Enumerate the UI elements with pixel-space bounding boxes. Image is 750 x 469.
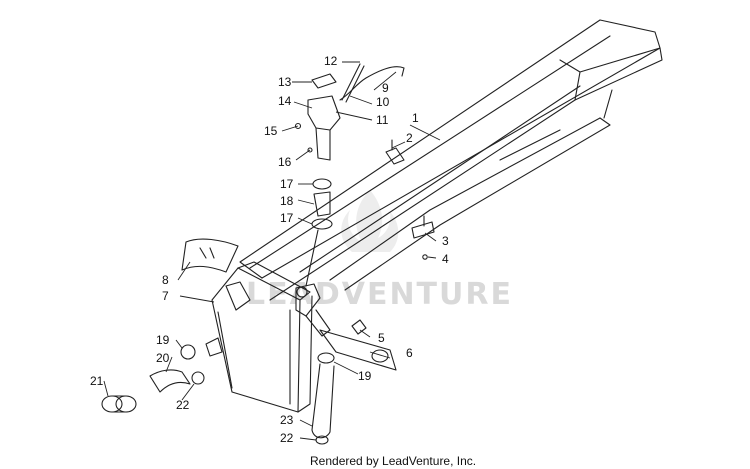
callout-21: 21	[90, 374, 104, 388]
inlet-hose-assembly	[101, 337, 223, 413]
callout-12: 12	[324, 54, 338, 68]
callout-23: 23	[280, 413, 294, 427]
callout-7: 7	[162, 289, 169, 303]
callout-22-left: 22	[176, 398, 190, 412]
filler-neck-assembly	[294, 63, 405, 161]
callout-17-lower: 17	[280, 211, 294, 225]
callout-15: 15	[264, 124, 278, 138]
render-credit: Rendered by LeadVenture, Inc.	[310, 454, 476, 468]
leader-lines	[103, 61, 441, 441]
callout-20: 20	[156, 351, 170, 365]
callout-1: 1	[412, 111, 419, 125]
callout-11: 11	[376, 113, 389, 127]
outlet-fitting	[295, 283, 331, 337]
bracket-and-bumper	[319, 319, 397, 371]
watermark-flame-icon	[341, 190, 399, 252]
callout-14: 14	[278, 94, 292, 108]
callout-labels: 1 2 3 4 5 6 7 8 9 10 11 12 13 14 15 16 1…	[90, 54, 449, 445]
callout-19-left: 19	[156, 333, 170, 347]
callout-6: 6	[406, 346, 413, 360]
decal	[181, 238, 239, 273]
callout-19-right: 19	[358, 369, 372, 383]
callout-17-upper: 17	[280, 177, 294, 191]
rail-hardware	[385, 139, 435, 260]
callout-10: 10	[376, 95, 390, 109]
callout-9: 9	[382, 81, 389, 95]
watermark-text: LEADVENTURE	[246, 277, 513, 312]
callout-8: 8	[162, 273, 169, 287]
tunnel-rail-assembly	[239, 19, 663, 301]
callout-16: 16	[278, 155, 292, 169]
upper-hose	[305, 178, 333, 287]
callout-4: 4	[442, 252, 449, 266]
hose-coupler	[101, 395, 137, 413]
callout-5: 5	[378, 331, 385, 345]
callout-3: 3	[442, 234, 449, 248]
callout-13: 13	[278, 75, 292, 89]
lower-hose	[311, 352, 335, 445]
callout-22-bottom: 22	[280, 431, 294, 445]
callout-2: 2	[406, 131, 413, 145]
callout-18: 18	[280, 194, 294, 208]
